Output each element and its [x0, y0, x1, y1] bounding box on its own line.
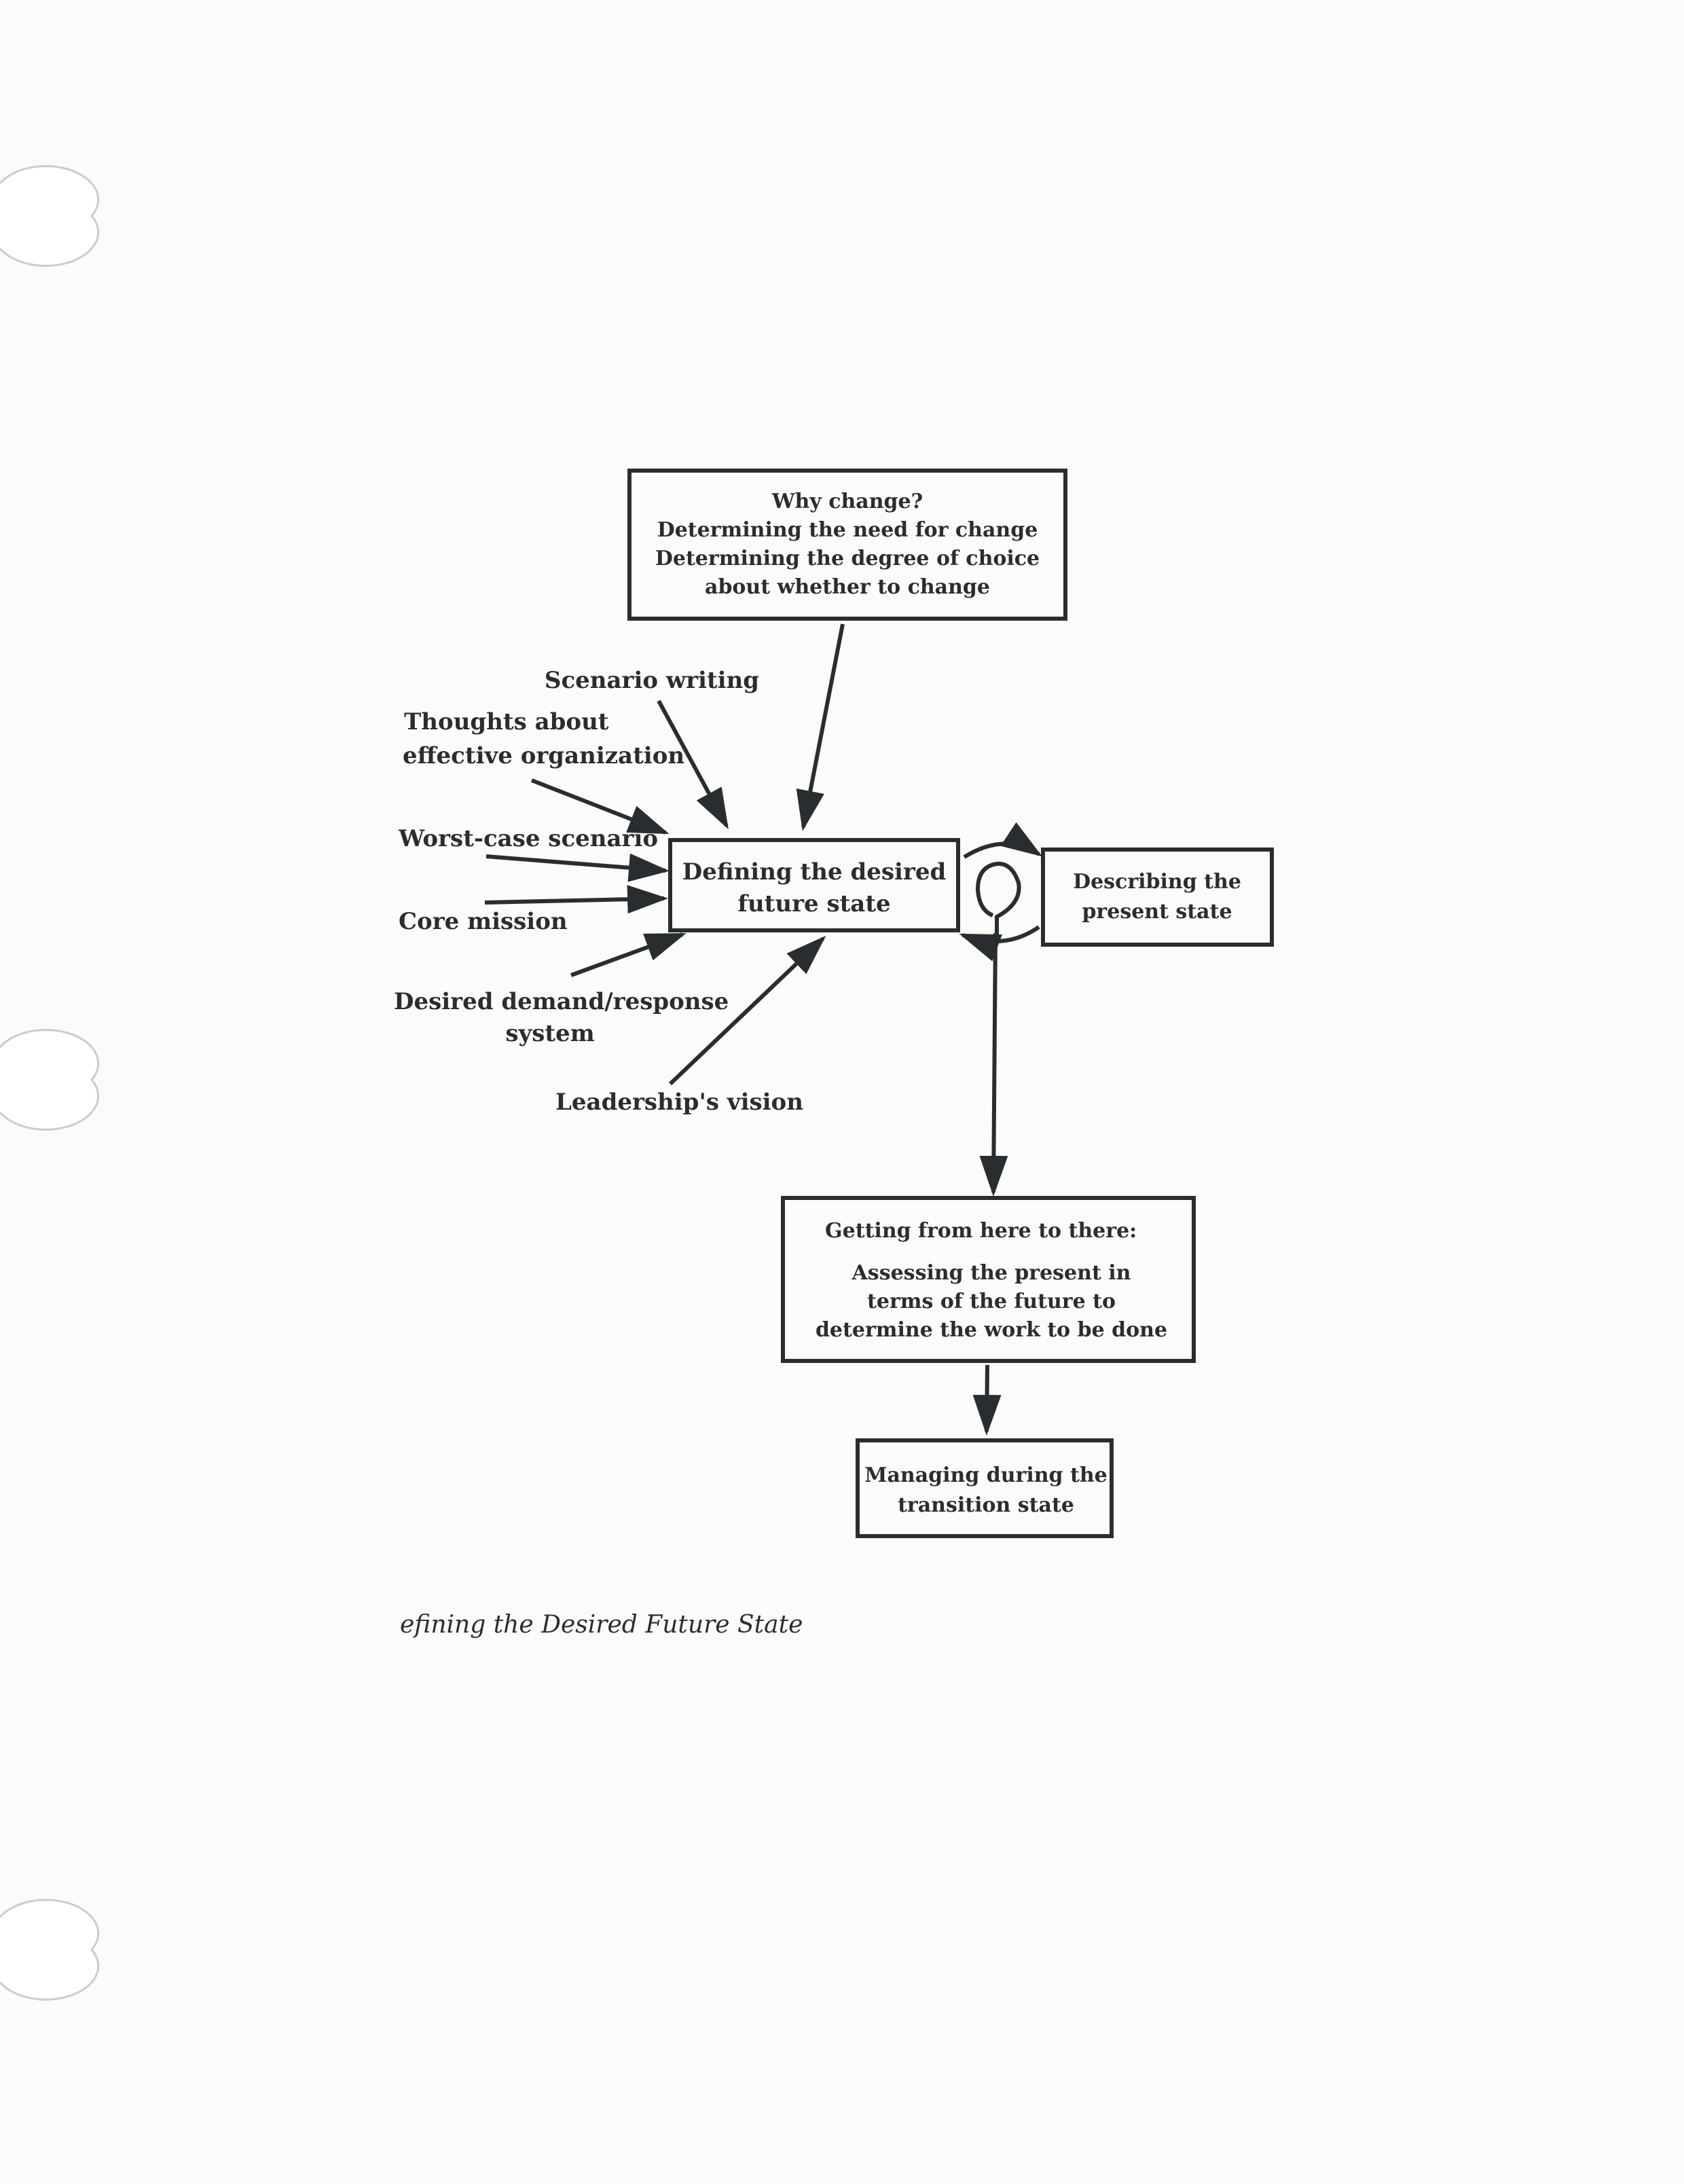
box-line: Managing during the — [864, 1463, 1107, 1487]
box-line: Defining the desired — [682, 858, 946, 886]
loop-arrow-top — [963, 822, 1043, 859]
box-line: determine the work to be done — [816, 1318, 1167, 1342]
label-core-mission: Core mission — [399, 908, 568, 935]
box-line: Determining the degree of choice — [655, 547, 1040, 570]
box-line: transition state — [898, 1493, 1074, 1517]
label-demand-response: Desired demand/response — [394, 988, 729, 1015]
label-leadership-vision: Leadership's vision — [555, 1089, 803, 1116]
arrow-core-mission — [484, 885, 668, 914]
box-line: Describing the — [1073, 870, 1241, 894]
label-demand-response: system — [505, 1020, 594, 1047]
hole-punch — [0, 1899, 100, 2001]
label-thoughts: Thoughts about — [404, 708, 609, 735]
hole-punch — [0, 165, 100, 267]
arrow-why-to-desired — [796, 623, 845, 831]
arrow-thoughts — [530, 778, 670, 835]
arrow-worst-case — [486, 853, 670, 882]
spiral-icon — [975, 861, 1021, 937]
hole-punch — [0, 1029, 100, 1131]
box-line: future state — [737, 890, 890, 917]
why-change-box: Why change? Determining the need for cha… — [627, 469, 1067, 621]
label-scenario-writing: Scenario writing — [545, 667, 759, 694]
getting-there-box: Getting from here to there: Assessing th… — [781, 1196, 1196, 1363]
loop-arrow-bottom — [959, 925, 1040, 962]
box-line: Getting from here to there: — [825, 1219, 1137, 1243]
box-line: Why change? — [771, 490, 923, 513]
transition-state-box: Managing during the transition state — [856, 1438, 1114, 1538]
label-thoughts: effective organization — [403, 742, 684, 769]
arrow-leadership — [668, 935, 826, 1086]
arrow-scenario — [657, 699, 729, 830]
box-line: Determining the need for change — [657, 518, 1038, 542]
label-worst-case: Worst-case scenario — [398, 825, 658, 852]
box-line: present state — [1082, 900, 1232, 924]
figure-caption: efining the Desired Future State — [400, 1611, 803, 1639]
arrow-to-getting-there — [979, 932, 1008, 1197]
box-line: Assessing the present in — [852, 1261, 1131, 1285]
box-line: about whether to change — [705, 575, 990, 599]
box-line: terms of the future to — [867, 1290, 1116, 1313]
desired-future-state-box: Defining the desired future state — [668, 838, 960, 932]
present-state-box: Describing the present state — [1041, 848, 1274, 947]
arrow-demand-response — [570, 932, 687, 977]
